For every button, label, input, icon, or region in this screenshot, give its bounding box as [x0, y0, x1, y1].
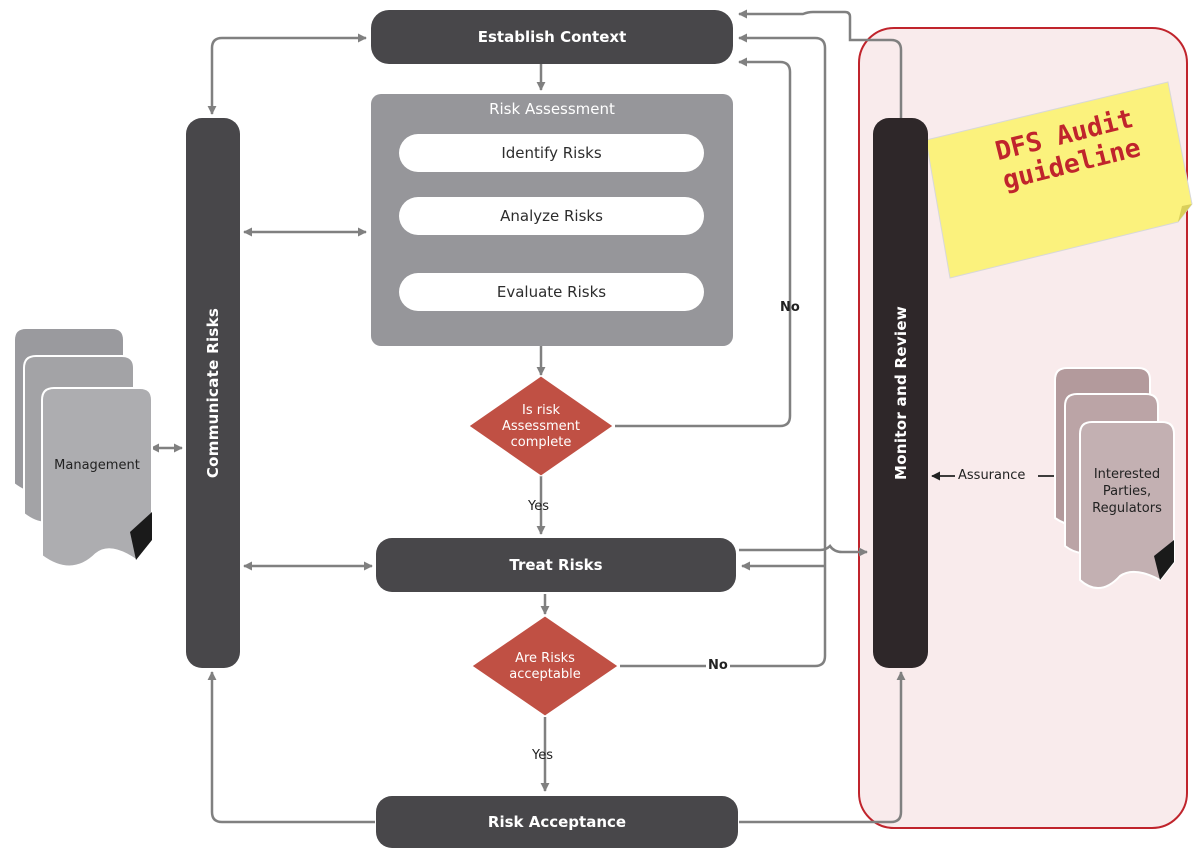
edge-label-assurance: Assurance — [958, 468, 1026, 483]
edge-acceptable-no-loop — [620, 33, 827, 668]
monitor-review-node: Monitor and Review — [873, 118, 928, 668]
edge-acceptance-to-communicate — [207, 671, 375, 824]
edge-label-yes-assessment: Yes — [528, 499, 549, 514]
decision-assessment-label: Is risk Assessment complete — [491, 403, 591, 451]
risk-acceptance-node: Risk Acceptance — [376, 796, 738, 848]
analyze-risks-node: Analyze Risks — [399, 197, 704, 235]
decision-diamond-acceptable — [471, 615, 619, 717]
establish-context-node: Establish Context — [371, 10, 733, 64]
management-label: Management — [54, 458, 140, 473]
analyze-risks-label: Analyze Risks — [500, 207, 603, 225]
communicate-risks-node: Communicate Risks — [186, 118, 240, 668]
interested-parties-document-stack — [1054, 367, 1175, 589]
edge-label-yes-acceptable: Yes — [532, 748, 553, 763]
edge-acceptance-to-monitor — [739, 671, 906, 824]
edge-treat-to-monitor — [739, 544, 868, 557]
interested-parties-label: Interested Parties, Regulators — [1080, 466, 1174, 517]
identify-risks-label: Identify Risks — [501, 144, 602, 162]
evaluate-risks-label: Evaluate Risks — [496, 283, 607, 301]
communicate-risks-label: Communicate Risks — [204, 307, 222, 479]
risk-assessment-panel: Risk Assessment Identify Risks Analyze R… — [371, 94, 733, 346]
establish-context-label: Establish Context — [477, 28, 627, 46]
decision-acceptable-line-2: acceptable — [509, 667, 581, 682]
treat-risks-node: Treat Risks — [376, 538, 736, 592]
edge-monitor-to-context — [738, 9, 903, 118]
management-document-stack — [13, 327, 153, 568]
decision-acceptable-line-1: Are Risks — [515, 651, 575, 666]
interested-parties-line-3: Regulators — [1092, 501, 1162, 516]
decision-assessment-line-1: Is risk — [522, 403, 560, 418]
decision-assessment-line-2: Assessment — [502, 419, 580, 434]
decision-assessment-line-3: complete — [510, 435, 572, 450]
interested-parties-line-1: Interested — [1093, 467, 1161, 482]
edge-label-no-acceptable: No — [706, 658, 730, 673]
evaluate-risks-node: Evaluate Risks — [399, 273, 704, 311]
decision-diamond-assessment — [468, 375, 614, 477]
risk-acceptance-label: Risk Acceptance — [487, 813, 627, 831]
interested-parties-line-2: Parties, — [1102, 484, 1152, 499]
risk-assessment-title: Risk Assessment — [489, 100, 615, 118]
sticky-note — [925, 81, 1193, 279]
monitor-review-label: Monitor and Review — [891, 306, 910, 480]
treat-risks-label: Treat Risks — [509, 556, 603, 574]
edge-label-no-assessment: No — [780, 300, 800, 315]
edge-communicate-context — [207, 33, 367, 115]
decision-acceptable-label: Are Risks acceptable — [495, 651, 595, 683]
edge-assessment-no-loop — [615, 57, 792, 428]
identify-risks-node: Identify Risks — [399, 134, 704, 172]
